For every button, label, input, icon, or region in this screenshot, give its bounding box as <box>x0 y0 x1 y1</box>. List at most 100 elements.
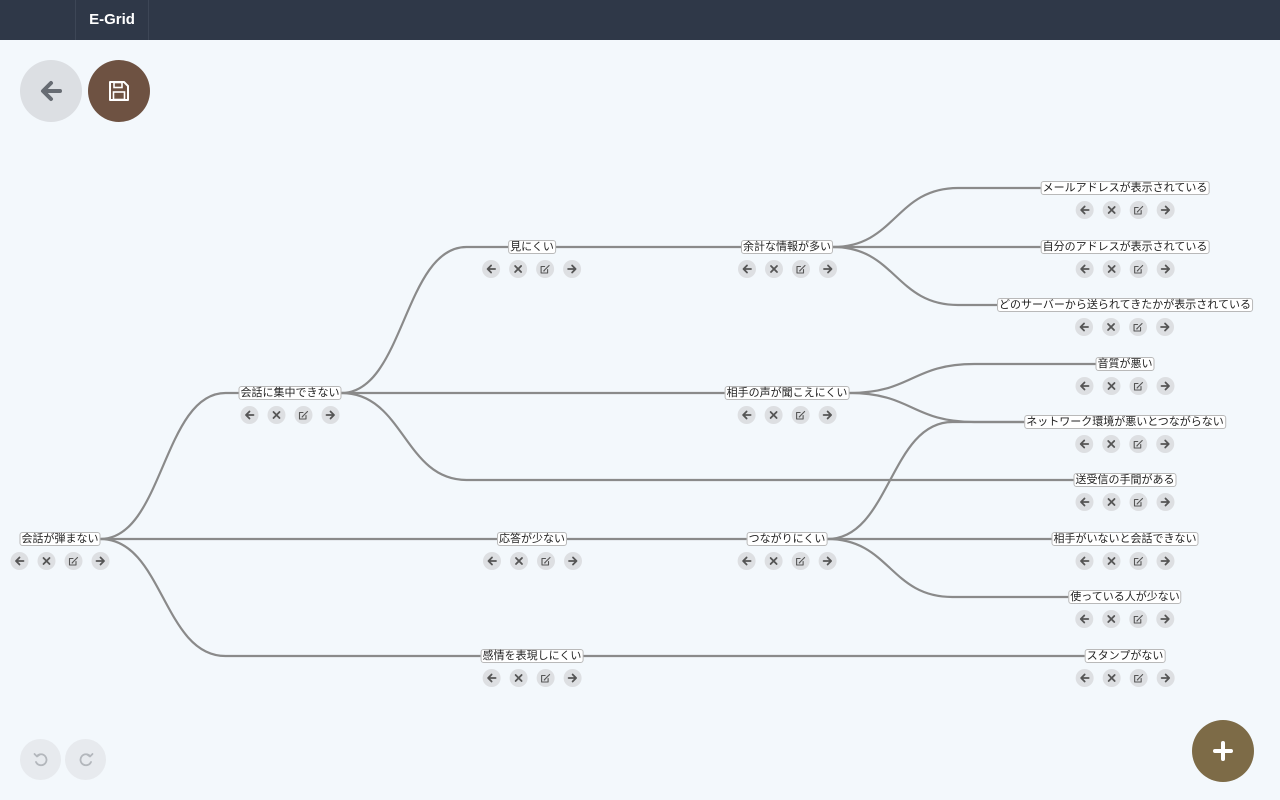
save-button[interactable] <box>88 60 150 122</box>
edit-node-button[interactable] <box>1129 435 1148 453</box>
move-right-button[interactable] <box>1156 493 1175 511</box>
move-right-button[interactable] <box>321 406 340 424</box>
delete-node-button[interactable] <box>1102 435 1121 453</box>
edit-icon <box>1133 381 1144 391</box>
delete-node-button[interactable] <box>509 260 528 278</box>
delete-node-button[interactable] <box>1102 377 1121 395</box>
move-left-button[interactable] <box>482 669 501 687</box>
node-label[interactable]: 応答が少ない <box>497 532 567 546</box>
node-label[interactable]: つながりにくい <box>746 532 828 546</box>
delete-node-button[interactable] <box>1102 552 1121 570</box>
delete-node-button[interactable] <box>764 552 783 570</box>
delete-node-button[interactable] <box>509 552 528 570</box>
move-right-button[interactable] <box>1156 552 1175 570</box>
app-title[interactable]: E-Grid <box>75 0 149 40</box>
node-label[interactable]: スタンプがない <box>1084 649 1166 663</box>
move-right-button[interactable] <box>1156 318 1175 336</box>
move-right-button[interactable] <box>563 552 582 570</box>
edit-node-button[interactable] <box>536 552 555 570</box>
move-right-button[interactable] <box>1156 260 1175 278</box>
delete-node-button[interactable] <box>1102 493 1121 511</box>
node-label[interactable]: 音質が悪い <box>1095 357 1155 371</box>
edit-node-button[interactable] <box>1129 260 1148 278</box>
move-left-button[interactable] <box>1075 377 1094 395</box>
edit-node-button[interactable] <box>791 406 810 424</box>
node-label[interactable]: 会話が弾まない <box>19 532 101 546</box>
edit-node-button[interactable] <box>64 552 83 570</box>
edit-icon <box>795 556 806 566</box>
edit-node-button[interactable] <box>536 669 555 687</box>
move-left-button[interactable] <box>1075 435 1094 453</box>
move-left-button[interactable] <box>1075 669 1094 687</box>
node-label[interactable]: 相手がいないと会話できない <box>1051 532 1199 546</box>
node-label[interactable]: 感情を表現しにくい <box>480 649 584 663</box>
move-left-button[interactable] <box>737 406 756 424</box>
arrow-right-icon <box>1160 614 1170 624</box>
delete-node-button[interactable] <box>1102 260 1121 278</box>
arrow-right-icon <box>567 264 577 274</box>
move-left-button[interactable] <box>737 552 756 570</box>
node-label[interactable]: ネットワーク環境が悪いとつながらない <box>1024 415 1226 429</box>
node-label[interactable]: 自分のアドレスが表示されている <box>1040 240 1210 254</box>
node-label[interactable]: 相手の声が聞こえにくい <box>724 386 850 400</box>
tree-node: 余計な情報が多い <box>737 240 837 278</box>
move-left-button[interactable] <box>10 552 29 570</box>
move-right-button[interactable] <box>91 552 110 570</box>
move-right-button[interactable] <box>1156 377 1175 395</box>
node-label[interactable]: 会話に集中できない <box>238 386 342 400</box>
move-left-button[interactable] <box>1075 260 1094 278</box>
move-right-button[interactable] <box>1156 201 1175 219</box>
arrow-left-icon <box>1080 673 1090 683</box>
move-left-button[interactable] <box>737 260 756 278</box>
delete-node-button[interactable] <box>37 552 56 570</box>
node-label[interactable]: 見にくい <box>508 240 556 254</box>
move-left-button[interactable] <box>482 260 501 278</box>
edit-node-button[interactable] <box>1129 377 1148 395</box>
edit-node-button[interactable] <box>1129 552 1148 570</box>
move-left-button[interactable] <box>1075 201 1094 219</box>
back-button[interactable] <box>20 60 82 122</box>
move-right-button[interactable] <box>1156 435 1175 453</box>
move-right-button[interactable] <box>818 552 837 570</box>
node-label[interactable]: 使っている人が少ない <box>1068 590 1182 604</box>
move-left-button[interactable] <box>240 406 259 424</box>
edit-node-button[interactable] <box>1129 201 1148 219</box>
move-right-button[interactable] <box>1156 610 1175 628</box>
edit-node-button[interactable] <box>1129 493 1148 511</box>
tree-node: スタンプがない <box>1075 649 1175 687</box>
edit-node-button[interactable] <box>791 552 810 570</box>
move-left-button[interactable] <box>1075 610 1094 628</box>
move-right-button[interactable] <box>563 260 582 278</box>
delete-node-button[interactable] <box>1102 669 1121 687</box>
node-label[interactable]: どのサーバーから送られてきたかが表示されている <box>997 298 1253 312</box>
edit-node-button[interactable] <box>294 406 313 424</box>
move-left-button[interactable] <box>482 552 501 570</box>
add-node-button[interactable] <box>1192 720 1254 782</box>
delete-node-button[interactable] <box>1102 318 1121 336</box>
edit-node-button[interactable] <box>536 260 555 278</box>
edit-node-button[interactable] <box>1129 318 1148 336</box>
arrow-left-icon <box>742 410 752 420</box>
edit-node-button[interactable] <box>1129 610 1148 628</box>
delete-node-button[interactable] <box>1102 610 1121 628</box>
redo-button[interactable] <box>65 739 106 780</box>
move-right-button[interactable] <box>818 260 837 278</box>
move-left-button[interactable] <box>1075 318 1094 336</box>
move-left-button[interactable] <box>1075 552 1094 570</box>
move-right-button[interactable] <box>818 406 837 424</box>
move-left-button[interactable] <box>1075 493 1094 511</box>
undo-button[interactable] <box>20 739 61 780</box>
edit-node-button[interactable] <box>791 260 810 278</box>
move-right-button[interactable] <box>563 669 582 687</box>
node-label[interactable]: 送受信の手間がある <box>1073 473 1177 487</box>
delete-node-button[interactable] <box>764 406 783 424</box>
edit-icon <box>540 556 551 566</box>
node-label[interactable]: メールアドレスが表示されている <box>1040 181 1210 195</box>
node-label[interactable]: 余計な情報が多い <box>741 240 833 254</box>
delete-node-button[interactable] <box>1102 201 1121 219</box>
delete-node-button[interactable] <box>764 260 783 278</box>
edit-node-button[interactable] <box>1129 669 1148 687</box>
delete-node-button[interactable] <box>509 669 528 687</box>
move-right-button[interactable] <box>1156 669 1175 687</box>
delete-node-button[interactable] <box>267 406 286 424</box>
